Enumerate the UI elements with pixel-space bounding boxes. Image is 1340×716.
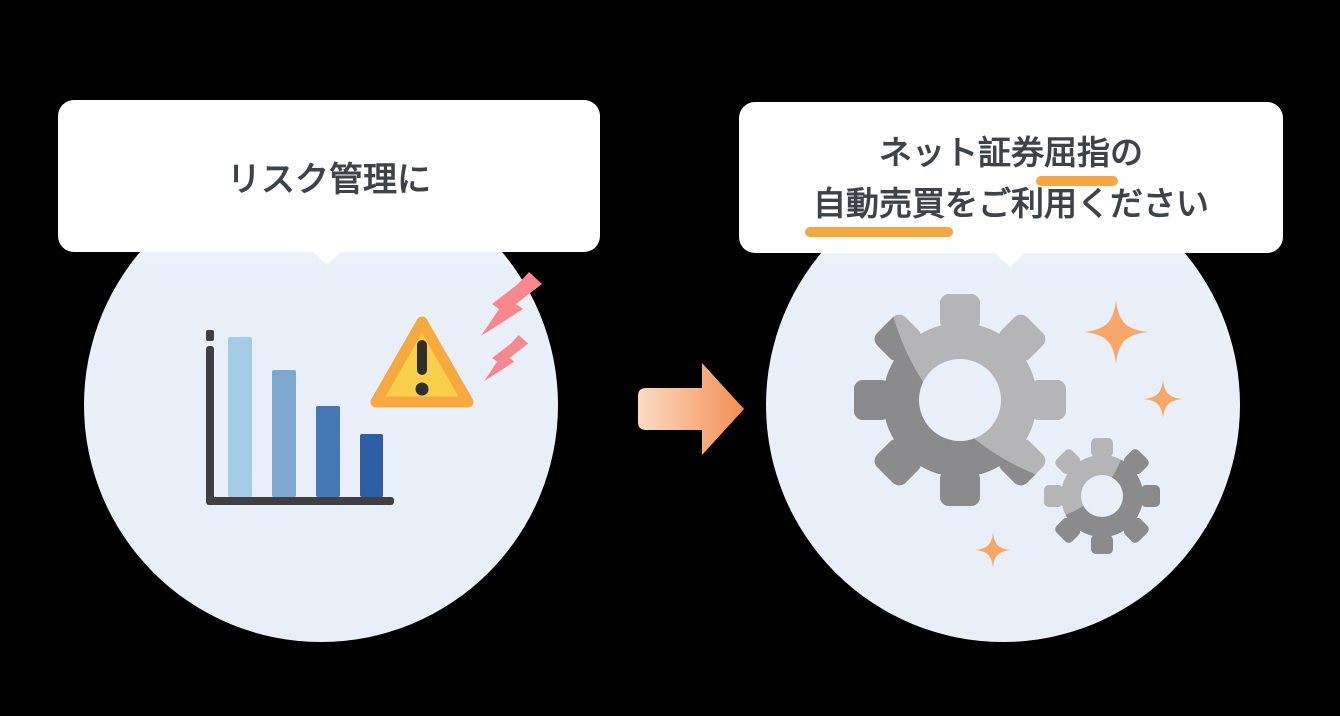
right-line1-pre: ネット証券 [879, 133, 1044, 171]
lightning-icon [481, 272, 542, 382]
right-line1-highlight: 屈指 [1036, 127, 1118, 186]
sparkle-icon-large [1084, 300, 1148, 364]
sparkle-icon-bottom [975, 532, 1011, 568]
right-speech-bubble: ネット証券屈指の 自動売買をご利用ください [739, 102, 1283, 253]
lightning-bolt-large [481, 272, 542, 336]
bar-chart-icon [206, 330, 394, 505]
gear-icon-small [1044, 438, 1160, 554]
right-line2-highlight: 自動売買 [805, 178, 953, 237]
arrow-right-icon [638, 363, 744, 455]
warning-icon [370, 316, 474, 408]
right-line2-post: をご利用ください [945, 184, 1209, 222]
left-bubble-tail [309, 248, 345, 265]
sparkle-icon-right [1143, 379, 1183, 419]
left-bubble-text: リスク管理に [227, 160, 431, 199]
lightning-bolt-small [484, 335, 529, 382]
left-speech-bubble: リスク管理に [58, 100, 600, 252]
right-bubble-tail [992, 250, 1028, 267]
gear-icon-large [854, 294, 1066, 506]
right-bubble-text: ネット証券屈指の 自動売買をご利用ください [805, 127, 1209, 237]
right-line1-post: の [1110, 133, 1143, 171]
